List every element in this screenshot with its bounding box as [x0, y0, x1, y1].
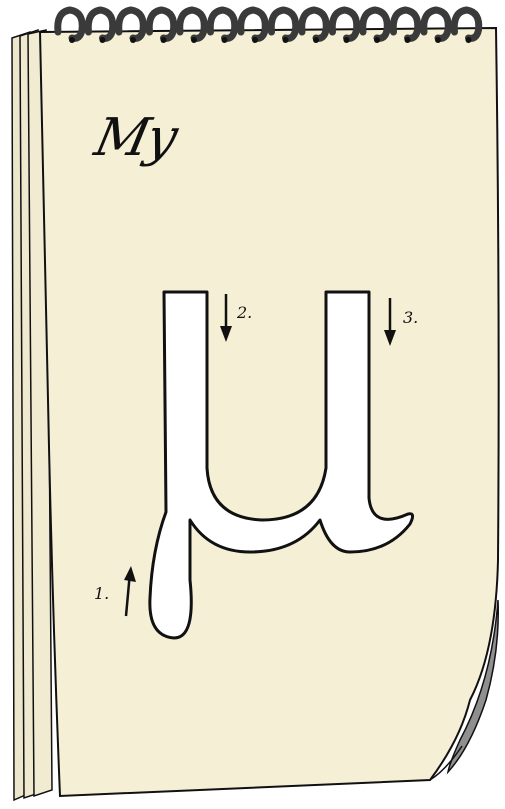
- binding-ring: [450, 6, 483, 42]
- page-curl-edge: [429, 745, 463, 781]
- binding-hole: [252, 37, 258, 43]
- binding-ring: [267, 6, 300, 42]
- stroke-direction-arrow-icon: [220, 294, 232, 342]
- binding-hole: [69, 37, 75, 43]
- page-heading: My: [89, 108, 182, 168]
- binding-hole: [282, 37, 289, 43]
- binding-hole: [99, 37, 106, 43]
- binding-hole: [343, 37, 350, 43]
- binding-ring: [420, 6, 452, 42]
- binding-ring: [145, 6, 178, 42]
- page-curl: [446, 599, 499, 775]
- stroke-direction-arrow-icon: [124, 566, 136, 617]
- binding-hole: [191, 37, 197, 43]
- spiral-binding-icon: [54, 6, 483, 43]
- binding-ring: [84, 6, 117, 42]
- binding-ring: [54, 6, 86, 42]
- binding-hole: [435, 37, 441, 43]
- binding-ring: [389, 6, 422, 42]
- step-label-2: 2.: [237, 303, 253, 322]
- binding-hole: [374, 37, 380, 43]
- binding-hole: [313, 37, 319, 43]
- stroke-direction-arrow-icon: [384, 298, 396, 346]
- binding-ring: [359, 6, 391, 42]
- binding-ring: [237, 6, 269, 42]
- step-label-3: 3.: [403, 308, 419, 327]
- binding-hole: [404, 37, 411, 43]
- binding-ring: [176, 6, 208, 42]
- letter-outline: [148, 290, 415, 640]
- binding-ring: [298, 6, 330, 42]
- binding-hole: [130, 37, 136, 43]
- step-label-1: 1.: [94, 584, 110, 603]
- binding-ring: [206, 6, 239, 42]
- binding-ring: [328, 6, 361, 42]
- binding-hole: [160, 37, 167, 43]
- binding-hole: [221, 37, 228, 43]
- binding-hole: [465, 37, 472, 43]
- binding-ring: [115, 6, 147, 42]
